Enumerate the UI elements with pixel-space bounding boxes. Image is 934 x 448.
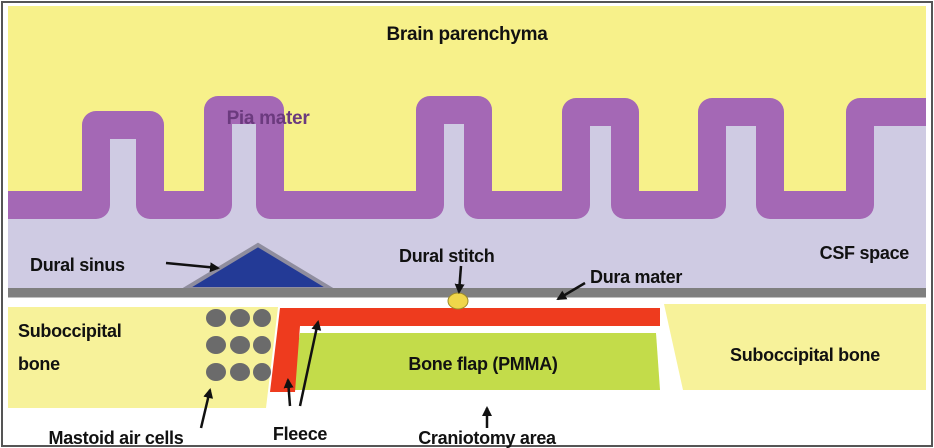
air-cell xyxy=(206,336,226,354)
air-cell xyxy=(206,363,226,381)
air-cell xyxy=(206,309,226,327)
air-cell xyxy=(230,336,250,354)
fleece-label: Fleece xyxy=(273,424,328,444)
brain-parenchyma-label: Brain parenchyma xyxy=(387,24,549,45)
dura-mater-band xyxy=(8,288,926,298)
csf-space-label: CSF space xyxy=(820,243,910,263)
mastoid-air-cells-label: Mastoid air cells xyxy=(49,428,184,448)
air-cell xyxy=(253,336,271,354)
suboccipital-bone-left-label-line1: Suboccipital xyxy=(18,321,121,341)
air-cell xyxy=(253,363,271,381)
pia-mater-label: Pia mater xyxy=(227,108,311,129)
suboccipital-bone-right-label: Suboccipital bone xyxy=(730,345,880,365)
dural-stitch-label: Dural stitch xyxy=(399,246,494,266)
air-cell xyxy=(230,309,250,327)
craniotomy-area-label: Craniotomy area xyxy=(418,428,557,448)
suboccipital-bone-left-label-line2: bone xyxy=(18,354,60,374)
dural-sinus-label: Dural sinus xyxy=(30,255,125,275)
bone-flap-label: Bone flap (PMMA) xyxy=(408,354,557,374)
air-cell xyxy=(230,363,250,381)
mastoid-air-cells xyxy=(206,309,271,381)
air-cell xyxy=(253,309,271,327)
dura-mater-label: Dura mater xyxy=(590,267,682,287)
dural-stitch-shape xyxy=(448,293,468,309)
